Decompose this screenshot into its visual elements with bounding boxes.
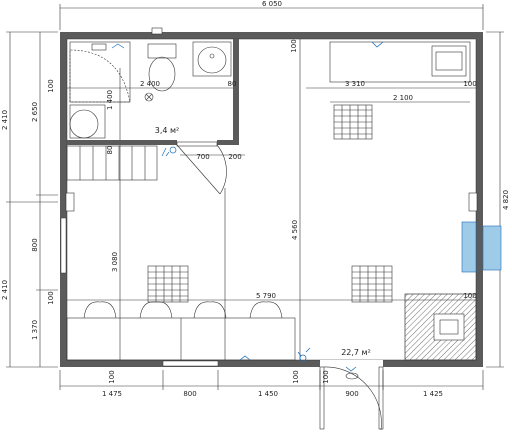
dim-left-inner-bottom: 1 370 [31,320,39,340]
dim-bottom-1: 1 475 [102,390,122,398]
dim-bottom-3: 1 450 [258,390,278,398]
dim-left-outer-bottom: 2 410 [1,280,9,300]
dim-partition-3: 80 [228,80,237,88]
stairs [66,145,158,181]
openings [60,192,478,367]
socket-icon [111,43,125,49]
seating [66,301,296,361]
main-room-area-label: 22,7 м² [341,348,371,357]
dim-kitchen-width: 3 310 [345,80,365,88]
dim-partition-9: 100 [292,370,300,383]
dim-left-inner-top: 2 650 [31,102,39,122]
entrance-door [319,366,384,431]
dim-bottom-2: 800 [183,390,196,398]
dim-door-width: 700 [196,153,209,161]
wall-panels [461,221,502,273]
dim-bath-height: 1 400 [106,90,114,110]
dim-partition-7: 80 [106,146,114,155]
dimension-lines [6,4,504,390]
bathroom-area-label: 3,4 м² [155,126,180,135]
dim-room-width: 5 790 [256,292,276,300]
dim-wall-lower-left: 3 080 [111,252,119,272]
dim-partition-8: 100 [108,370,116,383]
dim-partition-2: 100 [290,39,298,52]
lamp-icon [161,146,177,157]
toilet [144,43,177,102]
dim-room-height: 4 560 [291,220,299,240]
dim-left-outer-top: 2 410 [1,110,9,130]
kitchen [329,41,471,83]
washbasin [192,41,232,77]
bathroom [67,27,239,195]
dim-kitchen-offset: 2 100 [393,94,413,102]
dim-total-height: 4 820 [502,190,510,210]
bathroom-door [176,141,227,195]
dim-bottom-4: 900 [345,390,358,398]
dim-bottom-5: 1 425 [423,390,443,398]
dim-partition-4: 100 [463,80,476,88]
dim-partition-6: 100 [463,292,476,300]
dim-bath-width: 2 400 [140,80,160,88]
dim-total-width: 6 050 [262,0,282,8]
sink-small [69,104,106,139]
dim-left-inner-mid: 800 [31,238,39,251]
dim-partition-10: 100 [322,370,330,383]
dim-partition-5: 100 [47,291,55,304]
dim-partition-1: 100 [47,79,55,92]
dimension-labels: 6 050 4 820 2 410 2 410 2 650 800 1 370 … [1,0,510,398]
vent-stub [151,27,163,35]
ceiling-grilles [147,104,393,303]
dim-door-jamb: 200 [228,153,241,161]
stove [404,293,477,361]
electrical-marks [239,347,357,372]
sink-bowl [69,109,99,139]
shower [69,41,131,103]
